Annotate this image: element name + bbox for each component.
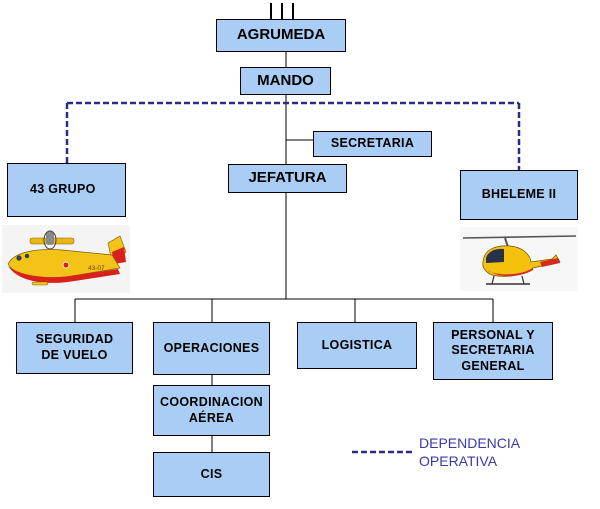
node-43-grupo: 43 GRUPO xyxy=(7,163,126,217)
helicopter-illustration xyxy=(460,227,578,291)
operational-dependency-lines xyxy=(65,101,521,170)
top-connectors xyxy=(270,3,294,19)
node-operaciones: OPERACIONES xyxy=(153,322,270,375)
node-personal-y-secretaria-general: PERSONAL Y SECRETARIA GENERAL xyxy=(433,322,553,380)
hierarchy-lines xyxy=(74,52,494,452)
node-secretaria: SECRETARIA xyxy=(313,131,432,157)
node-jefatura: JEFATURA xyxy=(228,164,347,193)
node-seguridad-de-vuelo: SEGURIDAD DE VUELO xyxy=(16,322,133,374)
node-cis: CIS xyxy=(153,452,270,497)
node-mando: MANDO xyxy=(240,67,331,95)
node-coordinacion-aerea: COORDINACION AÉREA xyxy=(153,385,270,436)
node-logistica: LOGISTICA xyxy=(297,322,417,369)
legend-label: DEPENDENCIA OPERATIVA xyxy=(419,435,521,469)
node-bheleme-ii: BHELEME II xyxy=(460,170,578,220)
seaplane-illustration: 43-07 xyxy=(2,225,130,293)
node-agrumeda: AGRUMEDA xyxy=(216,19,346,52)
plane-tail-number: 43-07 xyxy=(88,265,105,272)
